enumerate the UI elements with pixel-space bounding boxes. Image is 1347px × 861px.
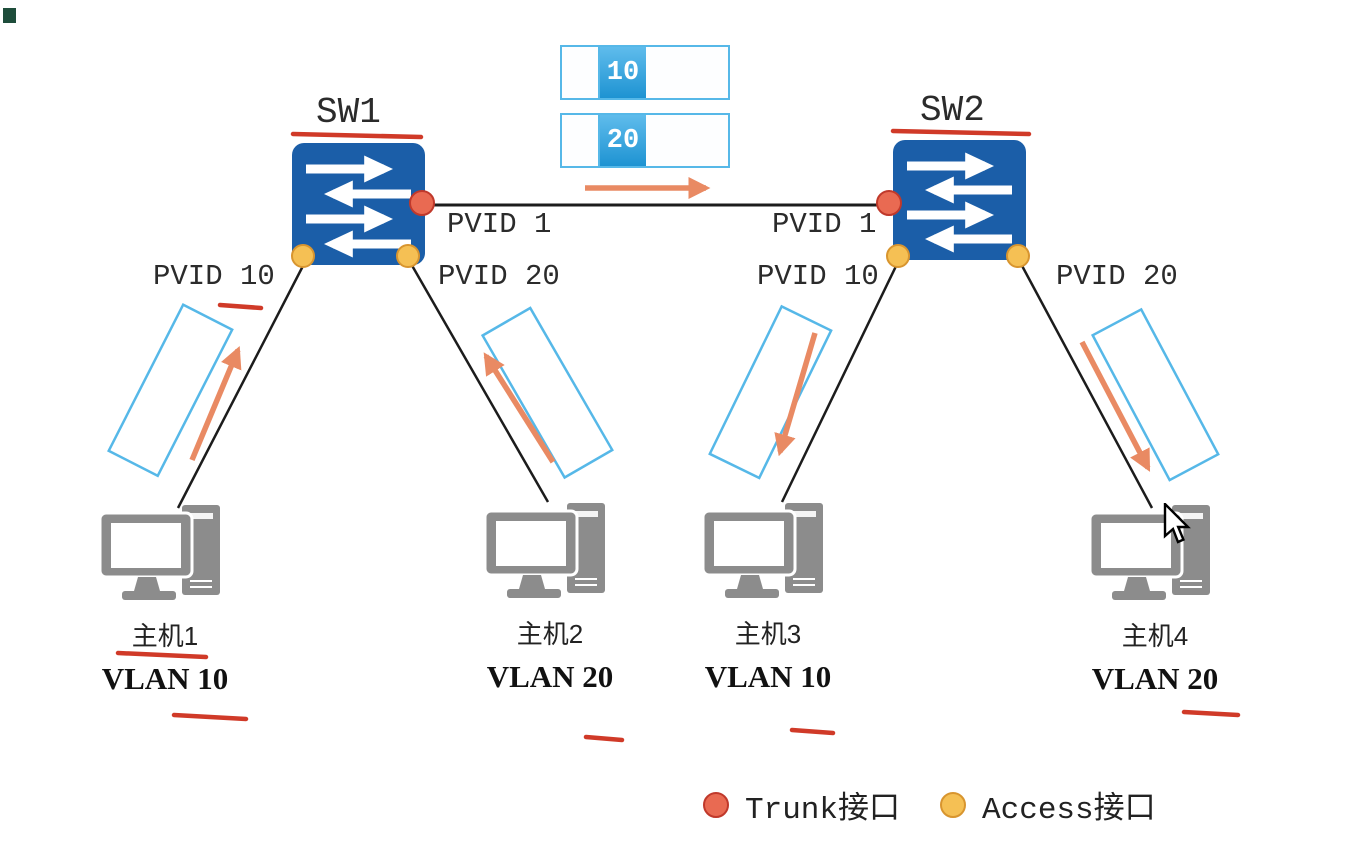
flow-arrow-host1-up bbox=[189, 345, 242, 462]
pvid10-label-sw1: PVID 10 bbox=[153, 260, 275, 293]
legend: Trunk接口 Access接口 bbox=[703, 782, 1180, 828]
trunk-legend-label: Trunk接口 bbox=[745, 793, 901, 828]
link-sw2-host3 bbox=[780, 261, 900, 503]
host-vlan: VLAN 20 bbox=[486, 659, 614, 694]
access-port-sw2-right bbox=[1006, 244, 1030, 268]
pvid10-label-sw2: PVID 10 bbox=[757, 260, 879, 293]
pvid20-label-sw2: PVID 20 bbox=[1056, 260, 1178, 293]
switch-icon bbox=[907, 152, 1012, 253]
switch-icon bbox=[306, 155, 411, 258]
frame-payload-segment bbox=[646, 47, 728, 98]
frame-lead-segment bbox=[562, 115, 600, 166]
untagged-frame-host4 bbox=[1090, 307, 1220, 482]
pvid1-label-sw2: PVID 1 bbox=[772, 208, 877, 241]
vlan-tag-10: 10 bbox=[600, 47, 646, 98]
host-name: 主机1 bbox=[131, 621, 199, 651]
red-underline-sw1 bbox=[290, 131, 424, 140]
vlan-tag-20: 20 bbox=[600, 115, 646, 166]
frame-lead-segment bbox=[562, 47, 600, 98]
link-sw2-host4 bbox=[1018, 261, 1154, 509]
access-port-sw2-left bbox=[886, 244, 910, 268]
mouse-cursor-icon bbox=[1163, 501, 1197, 552]
sw2-label: SW2 bbox=[920, 90, 985, 131]
flow-arrow-host3-down bbox=[774, 332, 818, 457]
video-artifact-square bbox=[3, 8, 16, 23]
untagged-frame-host1 bbox=[107, 302, 234, 478]
flow-arrow-host2-up bbox=[483, 352, 556, 464]
host-vlan: VLAN 10 bbox=[101, 661, 229, 696]
switch-sw2 bbox=[893, 140, 1026, 260]
red-underline-host1 bbox=[115, 650, 209, 660]
access-port-legend-icon bbox=[940, 792, 967, 818]
host-1: 主机1 VLAN 10 bbox=[95, 505, 235, 697]
computer-icon bbox=[1088, 505, 1210, 600]
trunk-port-sw1 bbox=[409, 190, 435, 216]
host-vlan: VLAN 20 bbox=[1091, 661, 1219, 696]
trunk-port-legend-icon bbox=[703, 792, 729, 818]
access-port-sw1-right bbox=[396, 244, 420, 268]
red-underline-vlan10-1 bbox=[171, 712, 249, 722]
tagged-frame-vlan10: 10 bbox=[560, 45, 730, 100]
link-sw1-host1 bbox=[176, 261, 307, 509]
host-name: 主机2 bbox=[516, 619, 584, 649]
red-underline-vlan10-3 bbox=[789, 727, 836, 736]
red-underline-pvid10 bbox=[217, 302, 264, 311]
untagged-frame-host3 bbox=[708, 304, 833, 480]
access-port-sw1-left bbox=[291, 244, 315, 268]
computer-icon bbox=[98, 505, 220, 600]
access-legend-label: Access接口 bbox=[982, 793, 1156, 828]
host-4: 主机4 VLAN 20 bbox=[1085, 505, 1225, 697]
host-name: 主机3 bbox=[734, 619, 802, 649]
red-underline-vlan20-2 bbox=[583, 734, 625, 743]
red-underline-sw2 bbox=[890, 128, 1032, 137]
host-3: 主机3 VLAN 10 bbox=[698, 503, 838, 695]
pvid20-label-sw1: PVID 20 bbox=[438, 260, 560, 293]
untagged-frame-host2 bbox=[480, 306, 614, 480]
sw1-label: SW1 bbox=[316, 92, 381, 133]
host-2: 主机2 VLAN 20 bbox=[480, 503, 620, 695]
link-sw1-host2 bbox=[408, 261, 550, 503]
pvid1-label-sw1: PVID 1 bbox=[447, 208, 552, 241]
tagged-frame-vlan20: 20 bbox=[560, 113, 730, 168]
trunk-port-sw2 bbox=[876, 190, 902, 216]
host-vlan: VLAN 10 bbox=[704, 659, 832, 694]
flow-arrow-host4-down bbox=[1079, 340, 1151, 472]
red-underline-vlan20-4 bbox=[1181, 709, 1241, 718]
frame-payload-segment bbox=[646, 115, 728, 166]
computer-icon bbox=[701, 503, 823, 598]
computer-icon bbox=[483, 503, 605, 598]
host-name: 主机4 bbox=[1121, 621, 1189, 651]
